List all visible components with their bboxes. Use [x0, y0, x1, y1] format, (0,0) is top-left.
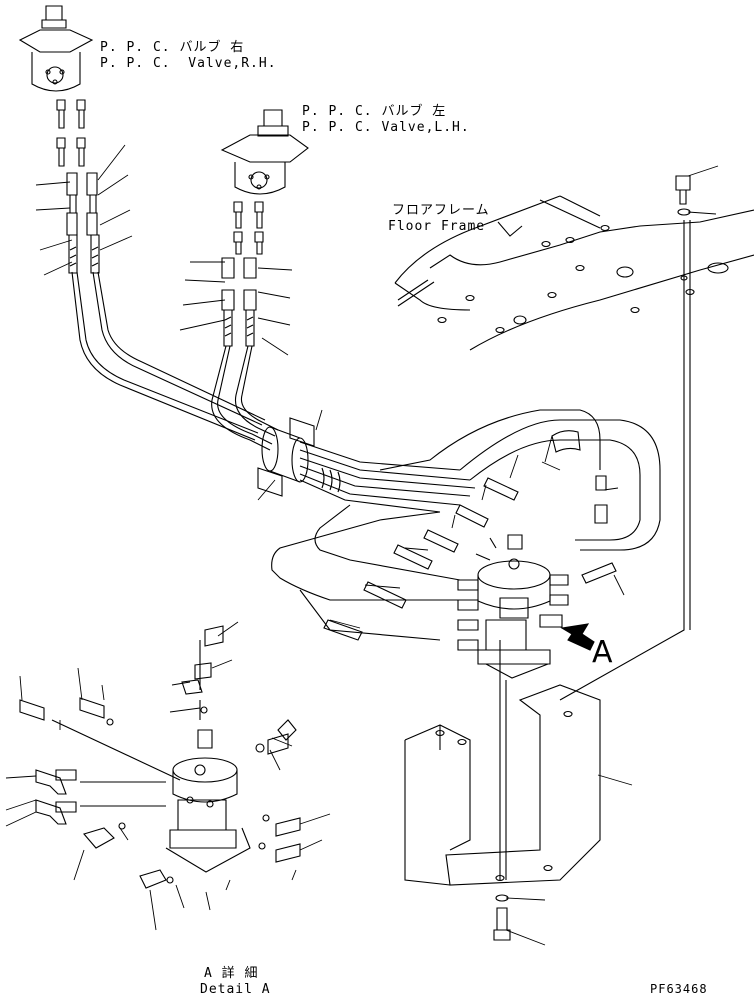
leader-lines — [6, 145, 718, 945]
label-ppc-rh-en: P. P. C. Valve,R.H. — [100, 56, 277, 71]
label-ppc-lh-jp: P. P. C. バルブ 左 — [302, 104, 447, 119]
label-floor-jp: フロアフレーム — [392, 203, 490, 218]
ppc-valve-rh — [20, 6, 92, 91]
drawing-number: PF63468 — [650, 982, 708, 996]
label-floor-en: Floor Frame — [388, 219, 486, 234]
hose-bundle — [258, 410, 660, 640]
bracket — [405, 640, 600, 885]
floor-frame — [395, 196, 754, 350]
label-ppc-rh-jp: P. P. C. バルブ 右 — [100, 40, 245, 55]
route-fittings — [324, 431, 616, 640]
lh-hoses — [212, 346, 278, 450]
label-detail-jp: A 詳 細 — [204, 966, 259, 981]
ppc-rh-fittings — [57, 100, 99, 273]
label-detail-en: Detail A — [200, 982, 271, 997]
detail-a — [20, 626, 300, 888]
main-valve-assembly — [458, 535, 568, 678]
bolt-right — [560, 176, 690, 700]
ppc-lh-fittings — [222, 202, 263, 346]
view-arrow — [562, 624, 594, 650]
bolt-bottom — [494, 895, 510, 940]
rh-hoses — [72, 272, 265, 440]
label-ppc-lh-en: P. P. C. Valve,L.H. — [302, 120, 470, 135]
label-view-a: A — [592, 635, 613, 670]
ppc-valve-lh — [222, 110, 308, 194]
